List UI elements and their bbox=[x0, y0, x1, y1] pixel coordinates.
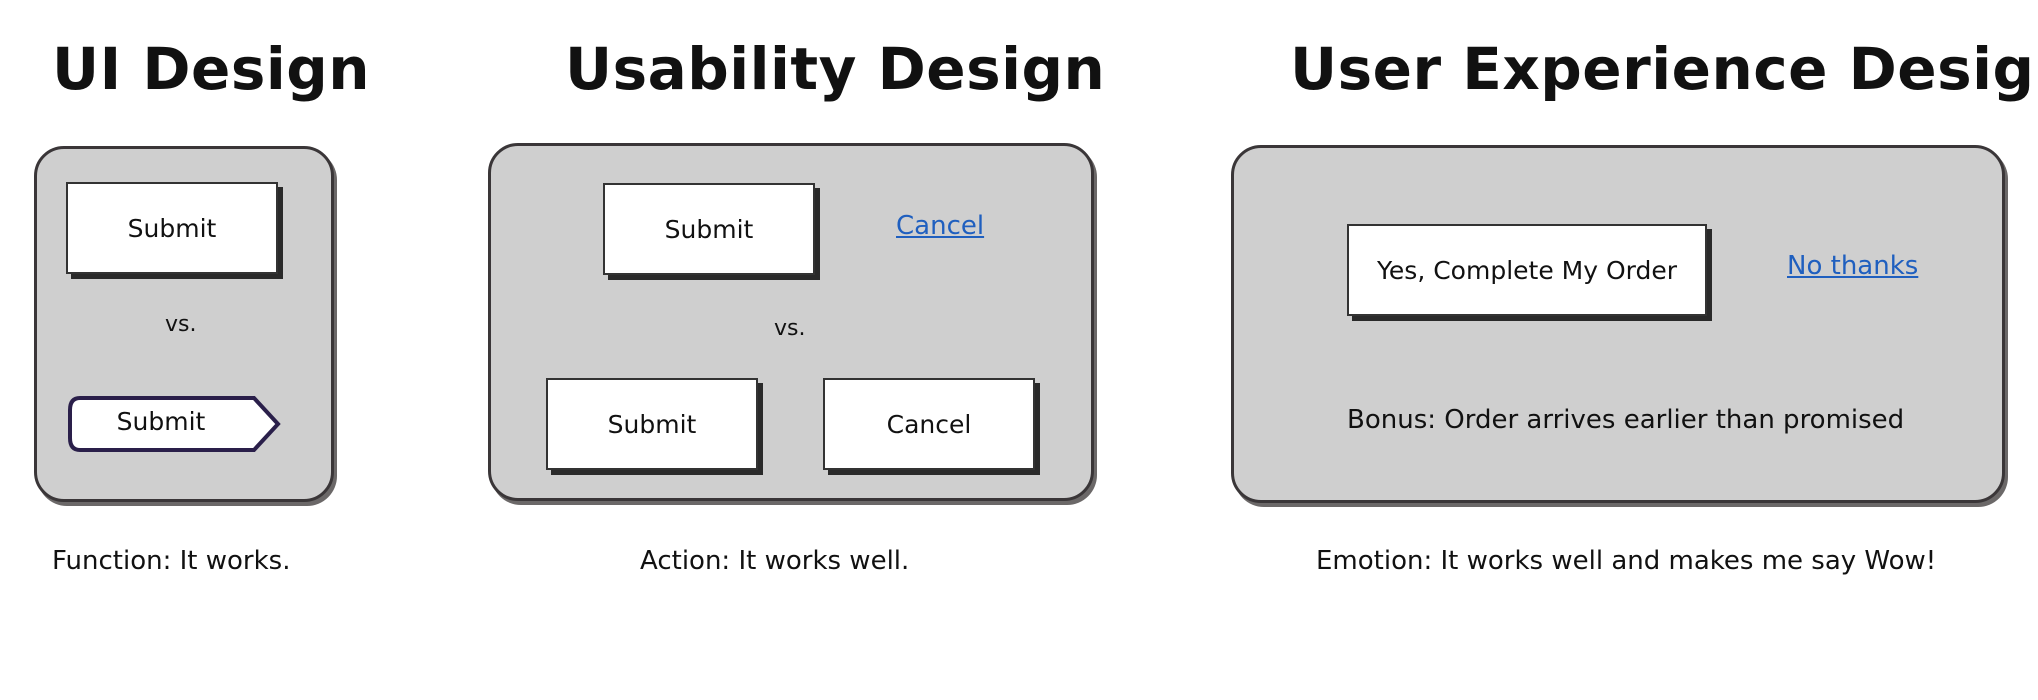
arrow-button-shape bbox=[68, 396, 281, 452]
ui-design-panel: Submit vs. Submit bbox=[34, 146, 334, 502]
usability-design-caption: Action: It works well. bbox=[640, 546, 910, 576]
usability-cancel-link[interactable]: Cancel bbox=[896, 211, 985, 241]
ux-design-panel: Yes, Complete My Order No thanks Bonus: … bbox=[1231, 145, 2005, 503]
usability-design-title: Usability Design bbox=[565, 35, 1106, 103]
ux-bonus-text: Bonus: Order arrives earlier than promis… bbox=[1347, 405, 1905, 435]
ui-design-title: UI Design bbox=[52, 35, 371, 103]
ux-design-title: User Experience Design bbox=[1290, 35, 2038, 103]
ui-submit-button[interactable]: Submit bbox=[66, 182, 278, 274]
ui-vs-label: vs. bbox=[165, 312, 197, 337]
usability-vs-label: vs. bbox=[774, 316, 806, 341]
usability-submit-button-bottom[interactable]: Submit bbox=[546, 378, 758, 470]
ux-no-thanks-link[interactable]: No thanks bbox=[1787, 251, 1919, 281]
ui-design-caption: Function: It works. bbox=[52, 546, 291, 576]
ui-submit-arrow-button[interactable]: Submit bbox=[66, 394, 290, 454]
usability-design-panel: Submit Cancel vs. Submit Cancel bbox=[488, 143, 1094, 501]
usability-submit-button-top[interactable]: Submit bbox=[603, 183, 815, 275]
ux-complete-order-button[interactable]: Yes, Complete My Order bbox=[1347, 224, 1707, 316]
usability-cancel-button[interactable]: Cancel bbox=[823, 378, 1035, 470]
ux-design-caption: Emotion: It works well and makes me say … bbox=[1316, 546, 1937, 576]
ui-submit-arrow-label: Submit bbox=[116, 406, 206, 436]
